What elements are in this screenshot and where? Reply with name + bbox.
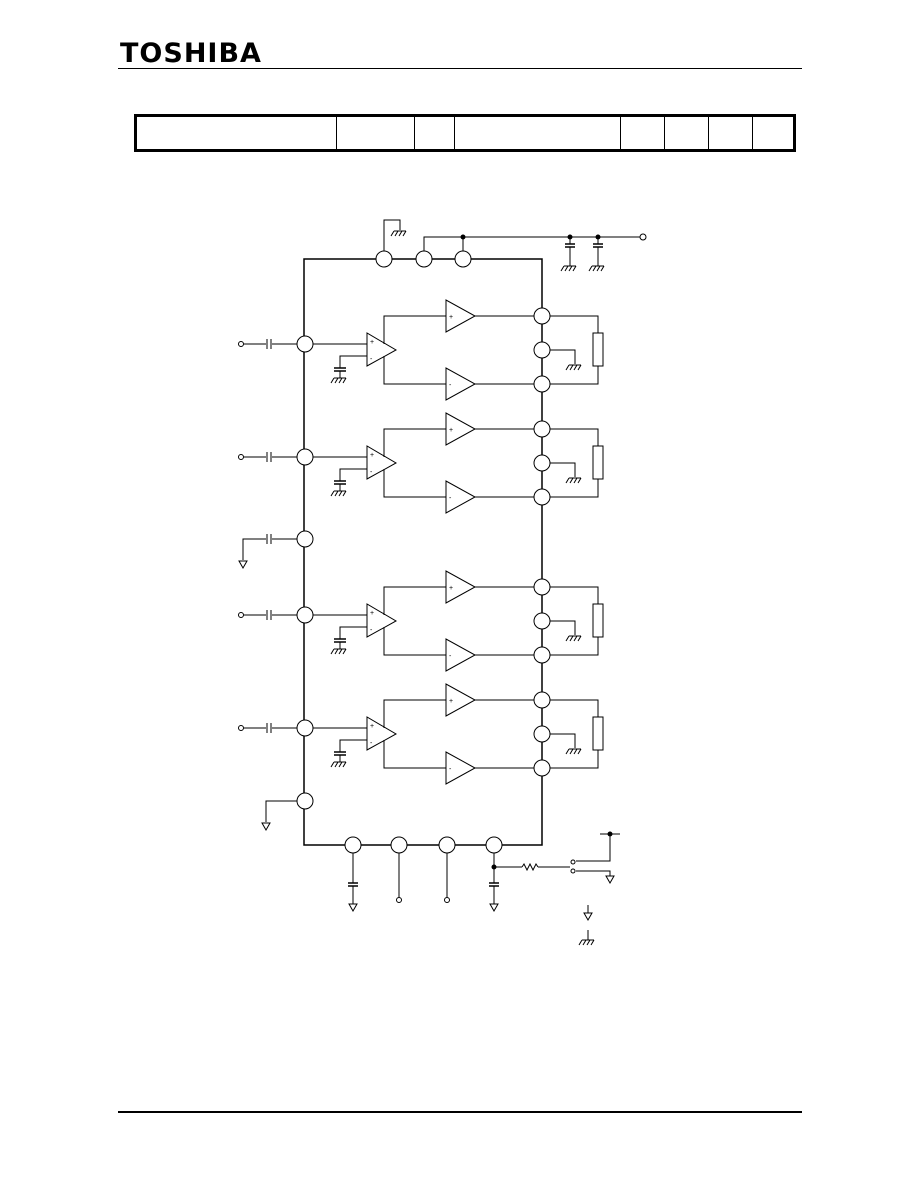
header-cell — [337, 117, 415, 149]
header-cell — [137, 117, 337, 149]
svg-text:+: + — [370, 723, 374, 730]
amplifier-channel-1: + - + - — [238, 299, 604, 401]
header-cell — [665, 117, 709, 149]
header-cell — [455, 117, 621, 149]
svg-text:-: - — [449, 766, 452, 773]
svg-text:-: - — [370, 627, 373, 634]
svg-text:-: - — [449, 382, 452, 389]
header-cell — [415, 117, 455, 149]
amplifier-channel-4: + - + - — [238, 683, 604, 785]
header-info-table — [134, 114, 796, 152]
header-cell — [621, 117, 665, 149]
header-rule — [118, 68, 802, 69]
ground-symbol-legend — [578, 905, 595, 946]
footer-rule — [118, 1111, 802, 1113]
bottom-pins — [344, 836, 570, 912]
svg-text:+: + — [449, 427, 453, 434]
bias-pin — [238, 530, 314, 569]
svg-text:-: - — [449, 653, 452, 660]
svg-text:-: - — [370, 740, 373, 747]
svg-text:+: + — [370, 339, 374, 346]
svg-text:+: + — [449, 698, 453, 705]
header-cell — [709, 117, 753, 149]
toshiba-logo: TOSHIBA — [120, 38, 262, 69]
svg-text:+: + — [449, 585, 453, 592]
svg-text:+: + — [449, 314, 453, 321]
ground-pin — [261, 792, 314, 831]
svg-text:+: + — [370, 452, 374, 459]
svg-text:-: - — [449, 495, 452, 502]
amplifier-channel-2: + - + - — [238, 412, 604, 514]
svg-text:+: + — [370, 610, 374, 617]
svg-text:-: - — [370, 469, 373, 476]
amplifier-channel-3: + - + - — [238, 570, 604, 672]
standby-switch — [570, 831, 620, 884]
svg-text:-: - — [370, 356, 373, 363]
top-pins — [375, 219, 647, 272]
